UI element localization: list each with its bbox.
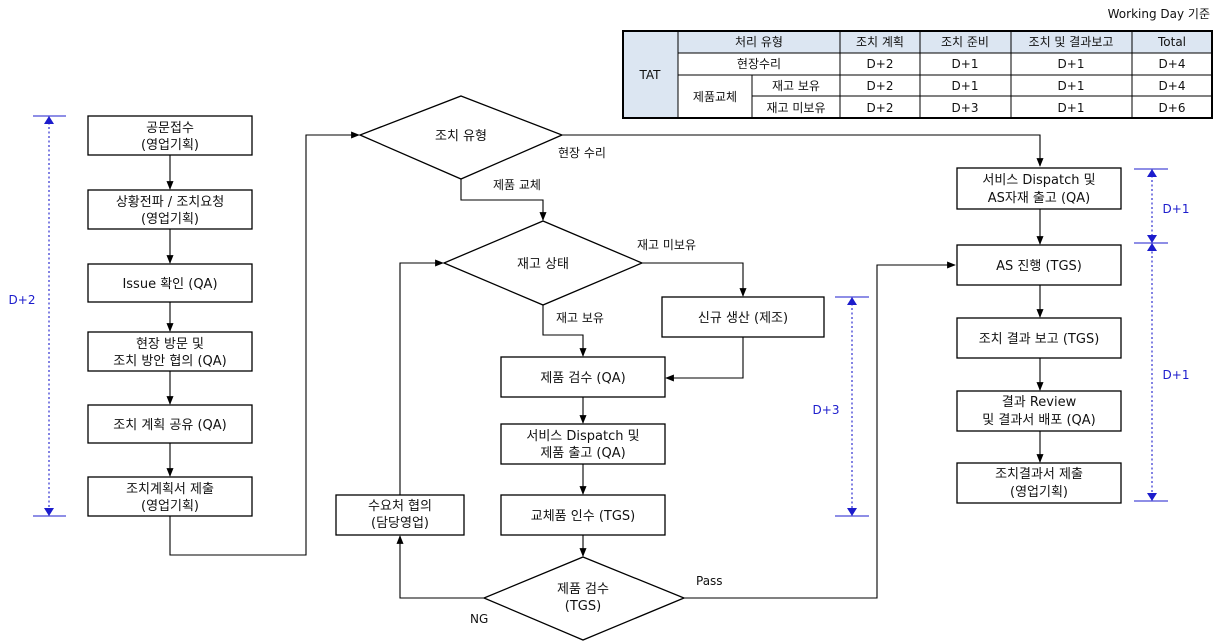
node-receive-notice bbox=[87, 115, 253, 156]
node-label: Issue 확인 (QA) bbox=[122, 277, 217, 292]
table-corner: TAT bbox=[638, 68, 661, 82]
branch-label-in-stock: 재고 보유 bbox=[556, 311, 604, 325]
node-label: 조치계획서 제출 bbox=[126, 482, 214, 497]
table-cell: D+1 bbox=[1058, 57, 1085, 71]
node-result-report bbox=[956, 317, 1122, 359]
table-cell: D+6 bbox=[1159, 101, 1186, 115]
table-header: Total bbox=[1157, 35, 1186, 49]
decision-tgs-inspection bbox=[482, 556, 686, 641]
table-cell: D+2 bbox=[867, 79, 894, 93]
table-cell: D+1 bbox=[952, 79, 979, 93]
arrow bbox=[642, 262, 747, 297]
working-day-note: Working Day 기준 bbox=[1108, 7, 1210, 21]
node-label: 조치결과서 제출 bbox=[995, 467, 1083, 482]
arrow bbox=[460, 179, 547, 221]
branch-label-no-stock: 재고 미보유 bbox=[637, 238, 696, 252]
duration-bracket-middle bbox=[835, 296, 869, 517]
node-label: 조치 방안 협의 (QA) bbox=[113, 354, 226, 369]
node-label: 공문접수 bbox=[146, 121, 194, 136]
node-label: 조치 결과 보고 (TGS) bbox=[979, 332, 1100, 347]
table-cell: D+4 bbox=[1159, 79, 1186, 93]
table-cell: D+2 bbox=[867, 57, 894, 71]
branch-label-replace: 제품 교체 bbox=[493, 178, 541, 192]
node-result-submit bbox=[956, 462, 1122, 504]
branch-label-ng: NG bbox=[470, 612, 488, 626]
node-label: (영업기획) bbox=[1010, 485, 1068, 500]
duration-label-right-bottom: D+1 bbox=[1163, 368, 1190, 382]
table-cell: D+1 bbox=[1058, 79, 1085, 93]
node-label: 상황전파 / 조치요청 bbox=[116, 195, 224, 210]
node-plan-submit bbox=[87, 476, 253, 517]
node-label: (영업기획) bbox=[141, 499, 199, 514]
branch-label-pass: Pass bbox=[696, 574, 723, 588]
table-header: 처리 유형 bbox=[735, 35, 783, 49]
node-label: (영업기획) bbox=[141, 212, 199, 227]
node-label: 서비스 Dispatch 및 bbox=[982, 173, 1095, 188]
node-label: 서비스 Dispatch 및 bbox=[526, 429, 639, 444]
duration-label-middle: D+3 bbox=[813, 403, 840, 417]
decision-label: 제품 검수 bbox=[557, 582, 609, 597]
table-row-label: 재고 미보유 bbox=[766, 101, 825, 115]
arrow bbox=[684, 261, 956, 599]
arrow bbox=[562, 134, 1044, 167]
arrow bbox=[169, 131, 360, 556]
node-label: 및 결과서 배포 (QA) bbox=[982, 413, 1095, 428]
table-header: 조치 및 결과보고 bbox=[1029, 35, 1114, 49]
node-result-review bbox=[956, 390, 1122, 432]
node-label: (영업기획) bbox=[141, 138, 199, 153]
node-issue-check bbox=[87, 263, 253, 303]
decision-label: 재고 상태 bbox=[517, 257, 569, 272]
table-row-label: 현장수리 bbox=[737, 57, 781, 71]
node-customer-consult bbox=[335, 494, 465, 536]
node-label: 제품 검수 (QA) bbox=[540, 371, 625, 386]
node-label: 교체품 인수 (TGS) bbox=[531, 509, 635, 524]
duration-bracket-right-bottom bbox=[1134, 243, 1168, 502]
arrow bbox=[396, 535, 484, 599]
node-label: 제품 출고 (QA) bbox=[540, 446, 625, 461]
table-cell: D+4 bbox=[1159, 57, 1186, 71]
node-dispatch-product bbox=[500, 423, 666, 465]
duration-bracket-left bbox=[33, 115, 66, 517]
node-label: 현장 방문 및 bbox=[136, 337, 204, 352]
tat-table: TAT 처리 유형 조치 계획 조치 준비 조치 및 결과보고 Total 현장… bbox=[622, 30, 1213, 119]
node-new-production bbox=[661, 296, 825, 338]
arrow bbox=[542, 305, 587, 357]
node-as-dispatch bbox=[956, 167, 1122, 210]
table-row-label: 재고 보유 bbox=[772, 79, 820, 93]
table-cell: D+3 bbox=[952, 101, 979, 115]
duration-label-left: D+2 bbox=[9, 293, 36, 307]
table-cell: D+1 bbox=[952, 57, 979, 71]
node-as-progress bbox=[956, 244, 1122, 286]
decision-label: (TGS) bbox=[565, 599, 601, 614]
node-label: 신규 생산 (제조) bbox=[698, 311, 788, 326]
table-group-label: 제품교체 bbox=[693, 90, 737, 104]
arrow bbox=[399, 259, 444, 495]
branch-label-onsite: 현장 수리 bbox=[558, 146, 606, 160]
node-label: 결과 Review bbox=[1002, 395, 1077, 410]
node-product-inspection bbox=[500, 356, 666, 398]
node-label: (담당영업) bbox=[371, 516, 429, 531]
node-label: 수요처 협의 bbox=[368, 499, 432, 514]
duration-label-right-top: D+1 bbox=[1163, 202, 1190, 216]
table-cell: D+1 bbox=[1058, 101, 1085, 115]
node-label: AS 진행 (TGS) bbox=[996, 258, 1082, 274]
duration-bracket-right-top bbox=[1134, 168, 1168, 244]
arrow bbox=[665, 337, 744, 382]
table-header: 조치 계획 bbox=[856, 35, 904, 49]
table-header: 조치 준비 bbox=[941, 35, 989, 49]
node-label: AS자재 출고 (QA) bbox=[988, 191, 1091, 206]
node-label: 조치 계획 공유 (QA) bbox=[113, 418, 226, 433]
table-cell: D+2 bbox=[867, 101, 894, 115]
decision-label: 조치 유형 bbox=[435, 129, 487, 144]
